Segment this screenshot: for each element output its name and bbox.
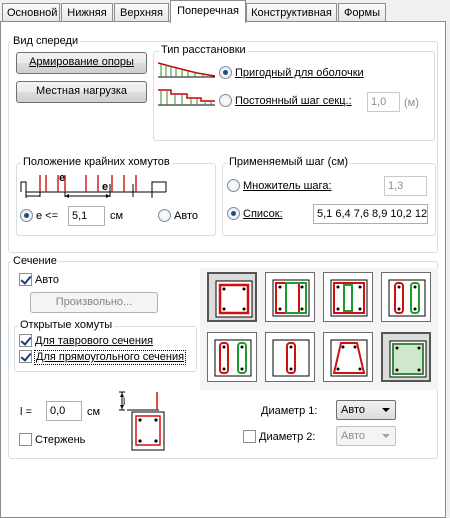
step-list-label: Список: bbox=[243, 208, 283, 220]
section-tile-two-loops[interactable] bbox=[381, 272, 431, 322]
e-auto-label: Авто bbox=[174, 210, 198, 222]
step-multiplier-radio[interactable] bbox=[227, 179, 240, 192]
e-limit-radio[interactable] bbox=[20, 209, 33, 222]
chevron-down-icon bbox=[382, 408, 390, 412]
layout-type-group bbox=[153, 51, 435, 141]
tab-bottom[interactable]: Нижняя bbox=[61, 3, 113, 22]
section-tile-open-pair[interactable] bbox=[207, 332, 257, 382]
e-limit-input[interactable]: 5,1 bbox=[68, 206, 105, 226]
applied-step-title: Применяемый шаг (см) bbox=[227, 156, 351, 169]
diameter1-value: Авто bbox=[341, 404, 365, 416]
tab-main[interactable]: Основной bbox=[2, 3, 60, 22]
rect-section-checkbox[interactable] bbox=[19, 350, 32, 363]
constant-step-input[interactable]: 1,0 bbox=[367, 92, 400, 112]
tab-bar: Основной Нижняя Верхняя Поперечная Конст… bbox=[0, 0, 450, 23]
e-auto-radio[interactable] bbox=[158, 209, 171, 222]
diagram-e-label-2: e bbox=[102, 181, 109, 193]
section-tile-hatched[interactable] bbox=[381, 332, 431, 382]
l-unit: см bbox=[87, 406, 101, 418]
shell-layout-radio[interactable] bbox=[219, 66, 232, 79]
edge-stirrups-diagram bbox=[20, 175, 167, 198]
section-auto-label: Авто bbox=[35, 274, 59, 286]
constant-step-unit: (м) bbox=[404, 97, 419, 109]
diameter2-label: Диаметр 2: bbox=[259, 431, 316, 443]
constant-step-label: Постоянный шаг секц.: bbox=[235, 95, 352, 107]
diameter1-label: Диаметр 1: bbox=[261, 405, 318, 417]
section-tile-closed-double[interactable] bbox=[265, 272, 315, 322]
section-title: Сечение bbox=[11, 255, 59, 268]
rod-checkbox[interactable] bbox=[19, 433, 32, 446]
tee-section-checkbox[interactable] bbox=[19, 334, 32, 347]
l-label: l = bbox=[20, 406, 32, 418]
l-input[interactable]: 0,0 bbox=[46, 401, 82, 421]
step-list-radio[interactable] bbox=[227, 207, 240, 220]
tab-transverse[interactable]: Поперечная bbox=[170, 0, 246, 23]
e-limit-unit: см bbox=[110, 210, 124, 222]
diagram-l-label: l bbox=[123, 397, 126, 408]
constant-step-radio[interactable] bbox=[219, 94, 232, 107]
diameter2-value: Авто bbox=[341, 430, 365, 442]
rod-label: Стержень bbox=[35, 434, 86, 446]
section-tile-closed-inner[interactable] bbox=[323, 272, 373, 322]
open-stirrups-group bbox=[14, 326, 197, 372]
section-tile-center-loop[interactable] bbox=[265, 332, 315, 382]
rect-section-label: Для прямоугольного сечения bbox=[34, 350, 187, 365]
front-view-group bbox=[8, 41, 438, 253]
local-load-button[interactable]: Местная нагрузка bbox=[16, 81, 147, 103]
shell-layout-icon bbox=[157, 62, 216, 78]
tab-constructive[interactable]: Конструктивная bbox=[246, 3, 337, 22]
arbitrary-button[interactable]: Произвольно... bbox=[30, 292, 158, 313]
diameter2-select[interactable]: Авто bbox=[336, 426, 396, 446]
tab-forms[interactable]: Формы bbox=[338, 3, 386, 22]
diagram-e-label-1: e bbox=[59, 172, 66, 184]
diameter2-checkbox[interactable] bbox=[243, 430, 256, 443]
edge-stirrups-title: Положение крайних хомутов bbox=[21, 156, 172, 169]
applied-step-group bbox=[222, 163, 436, 236]
tee-section-label: Для таврового сечения bbox=[35, 335, 154, 347]
chevron-down-icon bbox=[382, 434, 390, 438]
step-multiplier-input[interactable]: 1,3 bbox=[384, 176, 427, 196]
layout-type-title: Тип расстановки bbox=[159, 44, 248, 57]
e-limit-label: e <= bbox=[36, 210, 59, 222]
section-tile-trapezoid[interactable] bbox=[323, 332, 373, 382]
section-auto-checkbox[interactable] bbox=[19, 273, 32, 286]
step-multiplier-label: Множитель шага: bbox=[243, 180, 332, 192]
shell-layout-label: Пригодный для оболочки bbox=[235, 67, 364, 79]
step-list-input[interactable]: 5,1 6,4 7,6 8,9 10,2 12 bbox=[313, 204, 428, 224]
open-stirrups-title: Открытые хомуты bbox=[18, 319, 115, 332]
diameter1-select[interactable]: Авто bbox=[336, 400, 396, 420]
support-reinforcement-button[interactable]: Армирование опоры bbox=[16, 52, 147, 74]
front-view-title: Вид спереди bbox=[11, 35, 81, 48]
constant-step-icon bbox=[158, 89, 215, 106]
section-tile-closed-red[interactable] bbox=[207, 272, 257, 322]
stirrup-rod-diagram bbox=[119, 391, 165, 451]
support-reinforcement-label: Армирование опоры bbox=[29, 56, 134, 68]
tab-top[interactable]: Верхняя bbox=[114, 3, 169, 22]
